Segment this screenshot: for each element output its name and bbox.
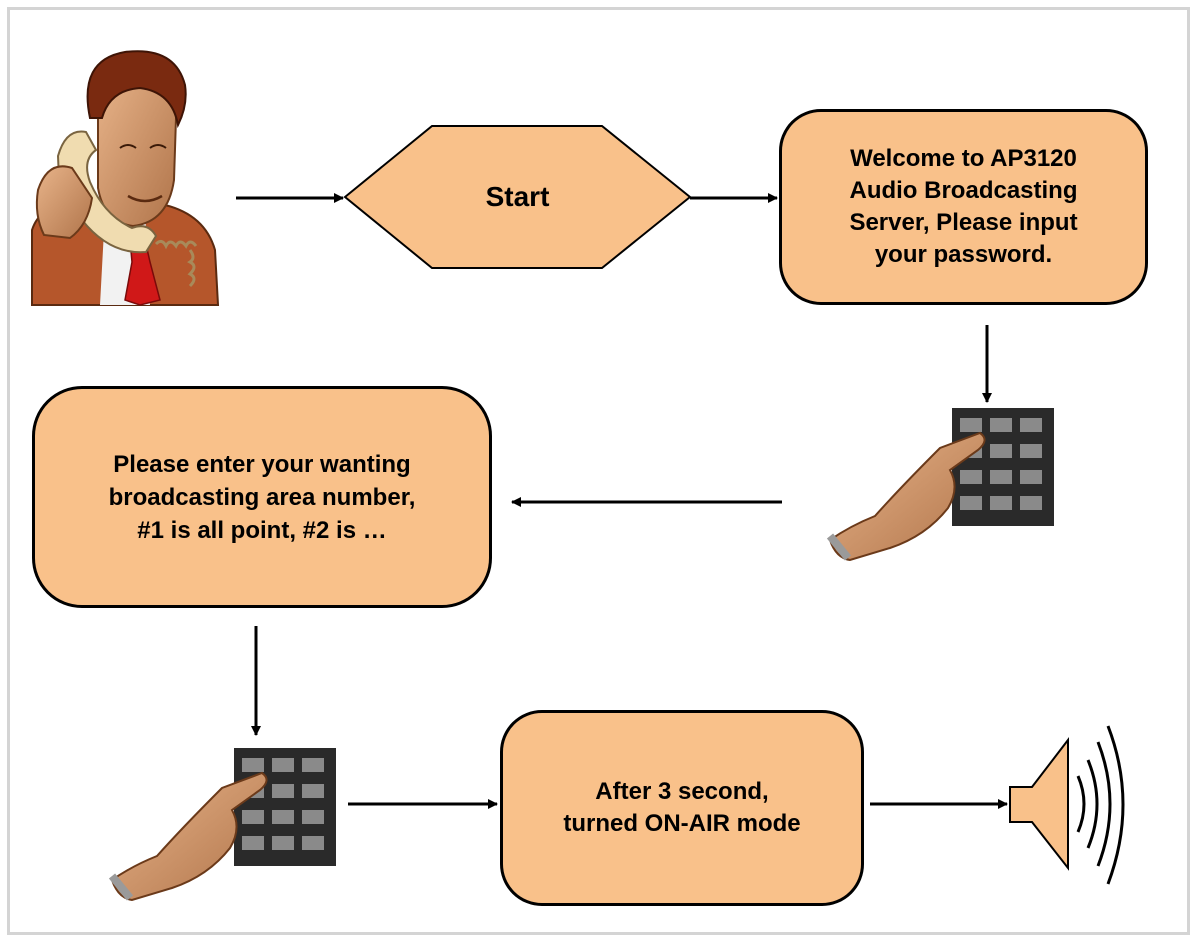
speaker-icon — [1009, 725, 1125, 885]
keypad-hand-icon — [108, 748, 336, 902]
slide-frame — [7, 7, 1190, 935]
welcome-message-box: Welcome to AP3120 Audio Broadcasting Ser… — [779, 109, 1148, 305]
area-prompt-box: Please enter your wanting broadcasting a… — [32, 386, 492, 608]
onair-message-box: After 3 second, turned ON-AIR mode — [500, 710, 864, 906]
start-label: Start — [485, 181, 550, 212]
person-on-phone-icon — [31, 50, 220, 306]
keypad-hand-icon — [826, 408, 1054, 562]
